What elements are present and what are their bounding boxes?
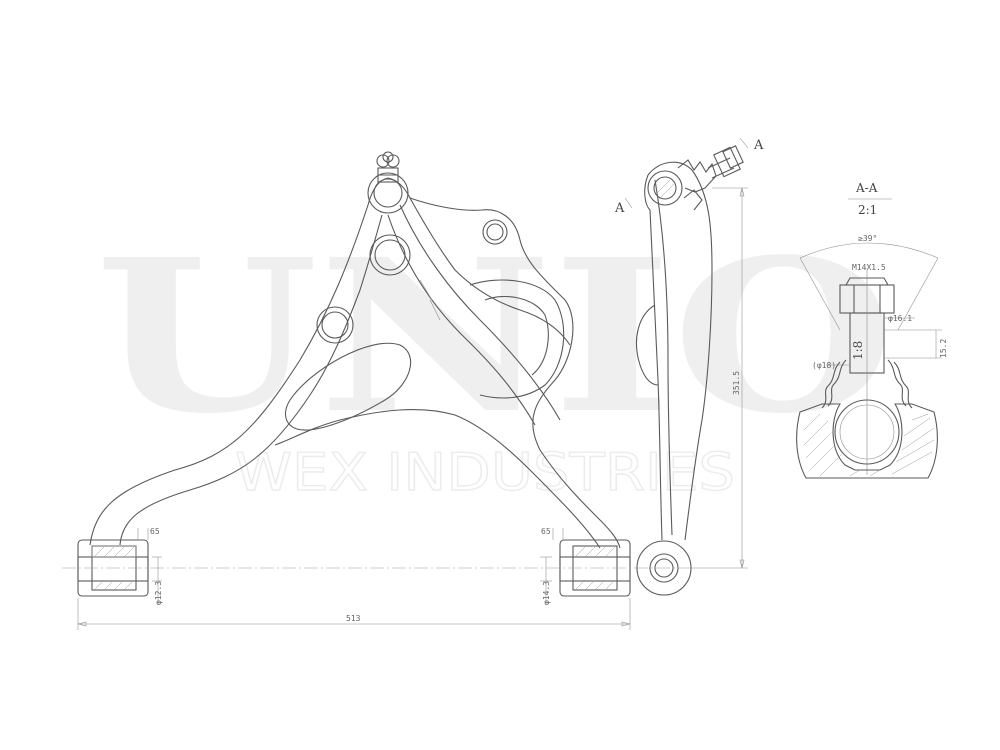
detail-taper: 1:8 [851, 341, 865, 360]
detail-neck-dia: (φ18) [812, 361, 836, 370]
ball-joint-top [367, 151, 409, 214]
dim-left-bush-dia: φ12.3 [154, 581, 163, 605]
detail-stud-len: 15.2 [939, 339, 948, 358]
detail-angle: ≥39° [858, 234, 877, 243]
dim-left-bush-width: 65 [150, 527, 160, 536]
detail-scale: 2:1 [858, 203, 877, 217]
detail-title: A-A [855, 181, 878, 195]
control-arm-side-view: A A 351.5 [614, 137, 764, 596]
section-detail-a-a: A-A 2:1 ≥39° M14X1.5 1:8 φ16.1 15.2 (φ18… [796, 181, 948, 479]
watermark: UNIO WEX INDUSTRIES [95, 213, 895, 504]
section-mark-left: A [614, 201, 625, 216]
watermark-brand: UNIO [95, 213, 895, 460]
detail-stud-dia: φ16.1 [888, 314, 912, 323]
main-view-dimensions: 65 65 φ12.3 φ14.3 513 [77, 527, 631, 630]
watermark-company: WEX INDUSTRIES [235, 443, 735, 503]
dim-right-bush-dia: φ14.3 [542, 581, 551, 605]
section-mark-top: A [753, 138, 764, 153]
control-arm-front-view [62, 151, 690, 597]
dim-side-height: 351.5 [732, 371, 741, 395]
dim-overall-length: 513 [346, 614, 361, 623]
detail-thread: M14X1.5 [852, 263, 886, 272]
dim-right-bush-width: 65 [541, 527, 551, 536]
